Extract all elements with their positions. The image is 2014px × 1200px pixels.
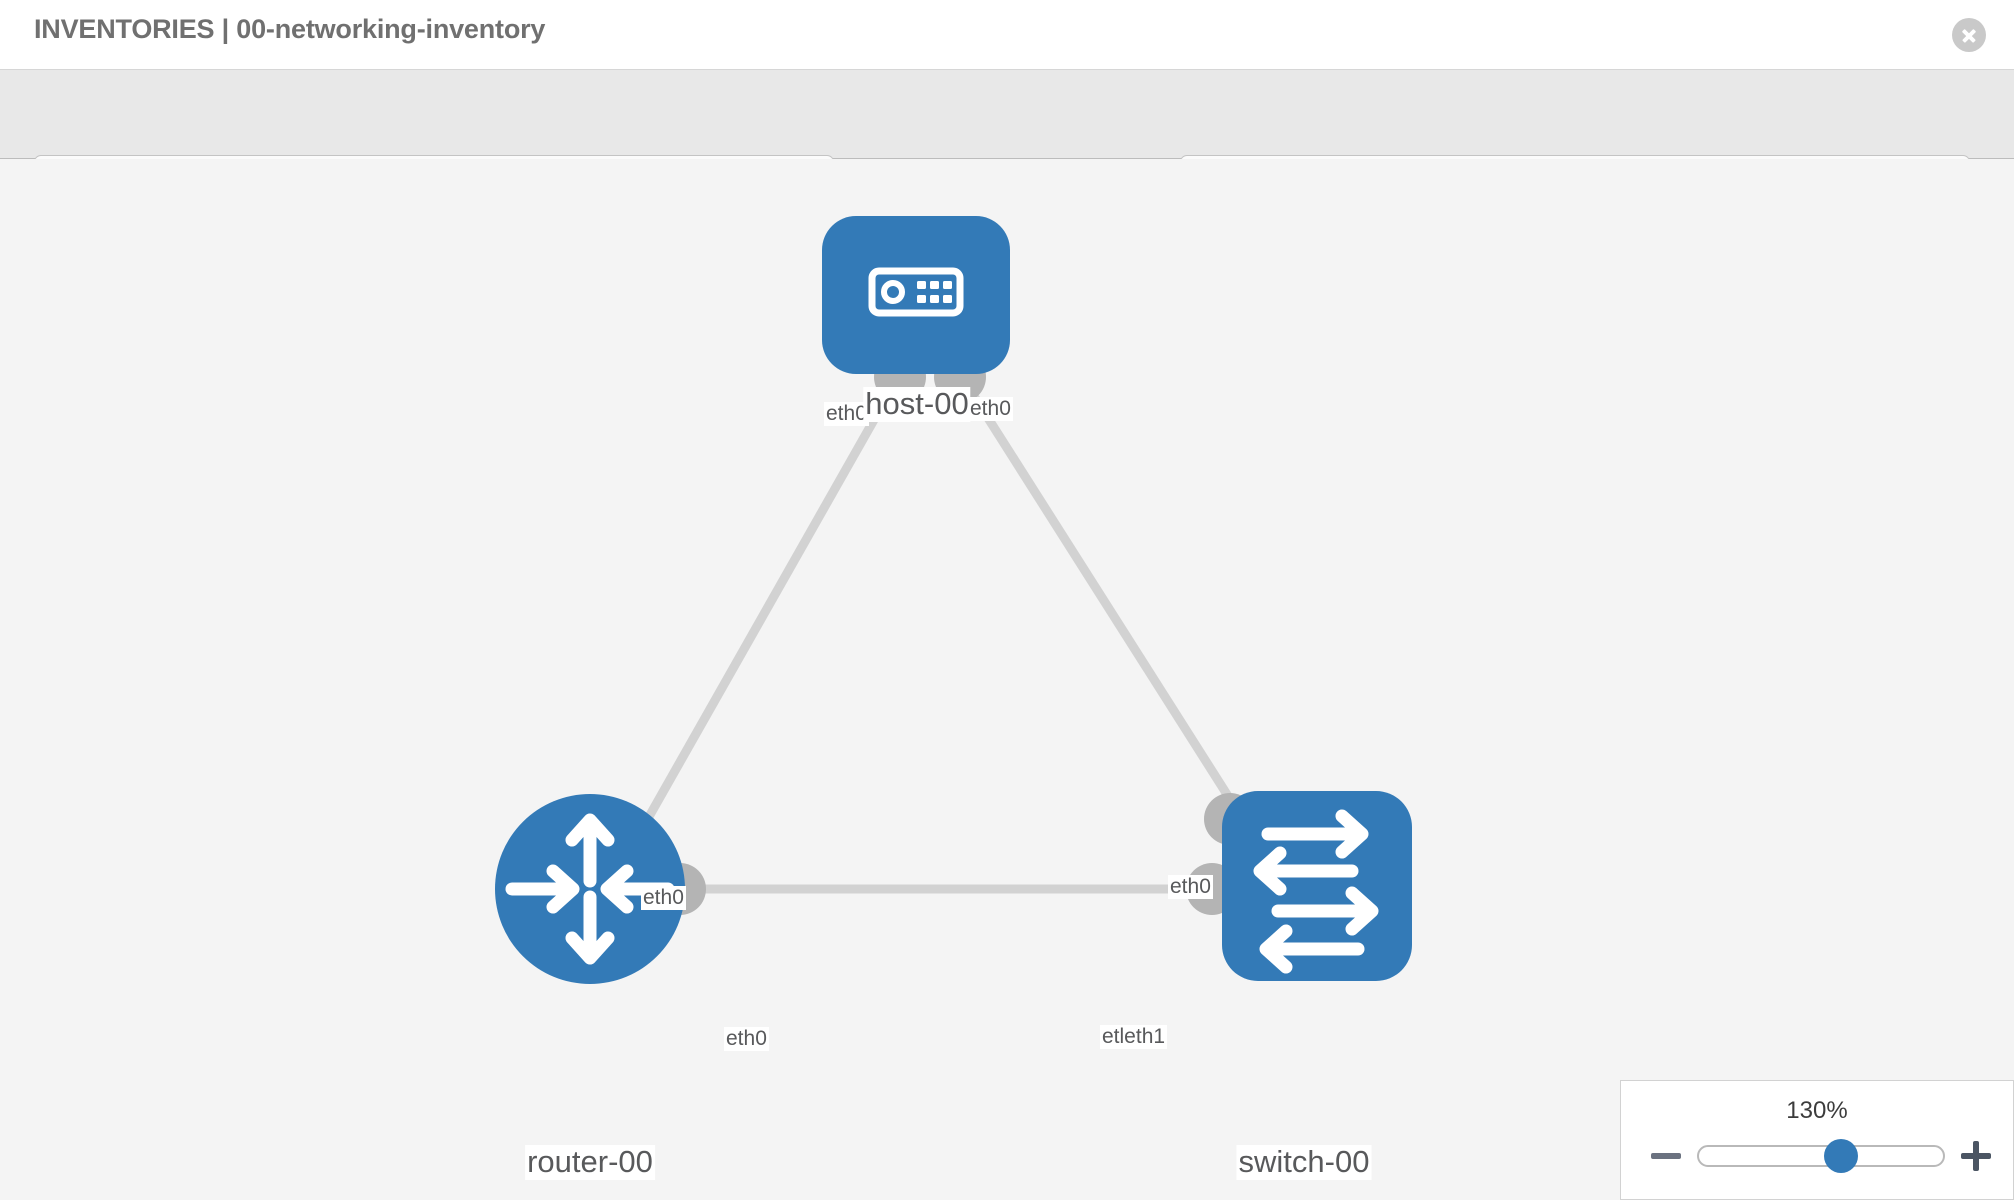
node-label-host-00: host-00 [863, 386, 971, 422]
node-host-00[interactable] [822, 216, 1010, 374]
topology-ports [654, 351, 1256, 915]
port-label-switch-up: eth0 [1168, 875, 1213, 899]
page-header: INVENTORIES | 00-networking-inventory [0, 0, 2014, 70]
topology-links [621, 371, 1272, 894]
page-title: INVENTORIES | 00-networking-inventory [34, 14, 546, 44]
topology-canvas[interactable]: eth0 eth0 eth0 eth0 eth0 etleth1 host-00… [0, 159, 2014, 1200]
topology-graph [495, 216, 1412, 984]
toolbar: ACTIONS SEARCH [0, 70, 2014, 214]
node-router-00[interactable] [495, 794, 685, 984]
zoom-percent-label: 130% [1786, 1097, 1848, 1124]
port-label-host-left: eth0 [824, 402, 869, 426]
port-label-router-up: eth0 [641, 886, 686, 910]
zoom-in-button[interactable] [1959, 1139, 1993, 1173]
port-label-host-right: eth0 [968, 397, 1013, 421]
link-host-switch [956, 371, 1272, 862]
close-icon[interactable] [1952, 18, 1986, 52]
zoom-out-button[interactable] [1649, 1139, 1683, 1173]
zoom-slider[interactable] [1697, 1139, 1945, 1173]
port-label-switch-left: etleth1 [1100, 1025, 1168, 1049]
link-host-router [621, 371, 904, 862]
port-label-router-right: eth0 [724, 1027, 769, 1051]
node-switch-00[interactable] [1222, 791, 1412, 981]
node-label-router-00: router-00 [525, 1144, 655, 1180]
zoom-slider-thumb[interactable] [1823, 1139, 1858, 1173]
zoom-control: 130% [1620, 1080, 2014, 1200]
node-label-switch-00: switch-00 [1236, 1144, 1372, 1180]
